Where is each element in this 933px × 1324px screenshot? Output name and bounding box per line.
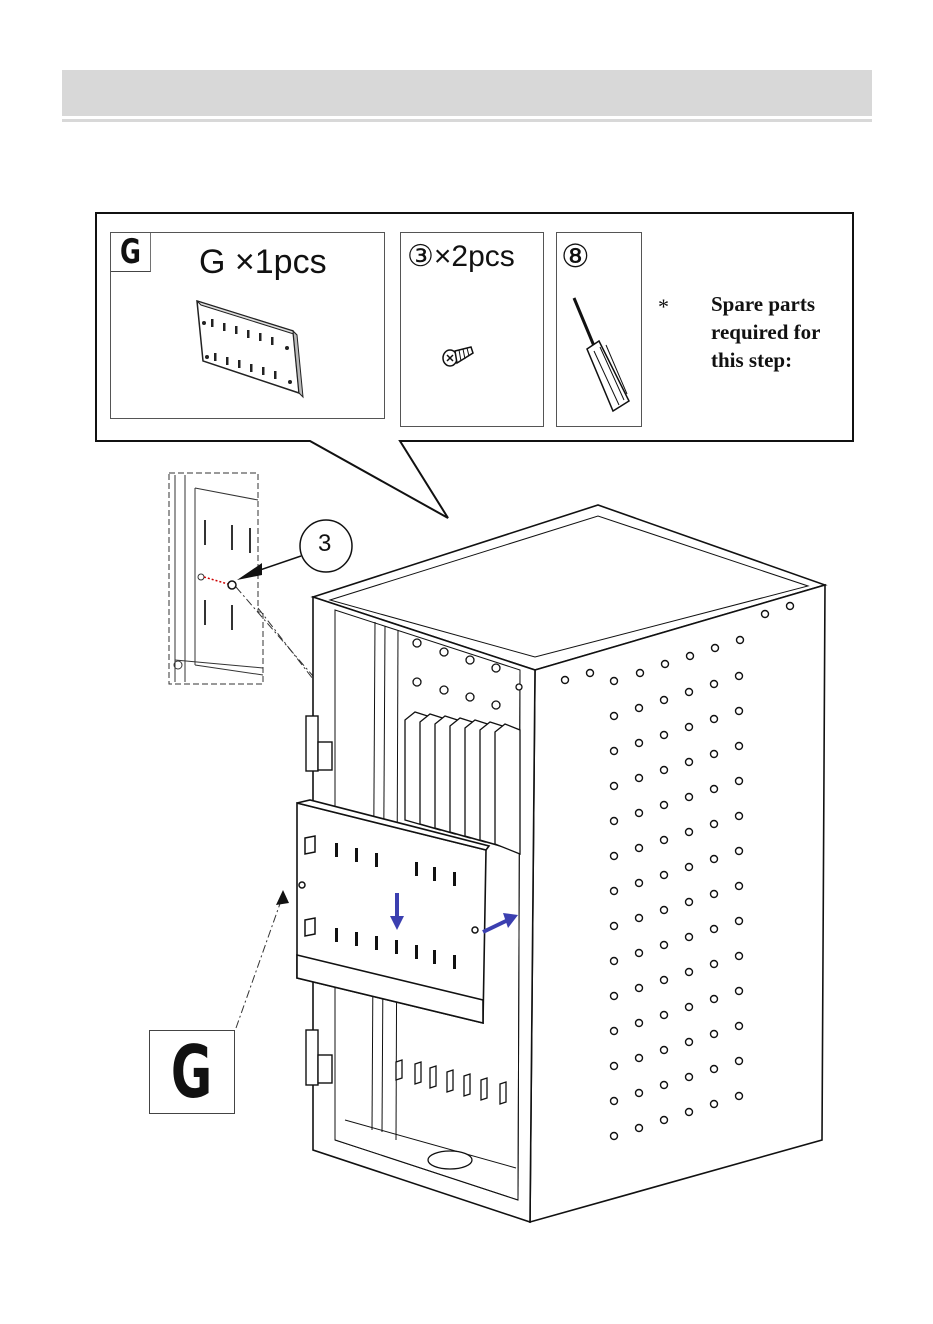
peg-hole [661, 1117, 668, 1124]
peg-hole [636, 950, 643, 957]
peg-hole [686, 1004, 693, 1011]
peg-hole [736, 883, 743, 890]
peg-hole [711, 996, 718, 1003]
peg-hole [636, 1125, 643, 1132]
peg-hole [686, 689, 693, 696]
peg-hole [736, 848, 743, 855]
peg-hole [636, 880, 643, 887]
peg-hole [611, 853, 618, 860]
peg-hole [711, 1066, 718, 1073]
peg-hole [636, 1020, 643, 1027]
peg-hole [661, 802, 668, 809]
peg-hole [711, 786, 718, 793]
peg-hole [686, 829, 693, 836]
peg-hole [661, 872, 668, 879]
peg-hole [611, 1028, 618, 1035]
peg-hole [686, 969, 693, 976]
peg-hole [611, 1133, 618, 1140]
peg-hole [661, 837, 668, 844]
peg-hole [736, 1058, 743, 1065]
peg-hole [661, 977, 668, 984]
peg-hole [611, 713, 618, 720]
peg-hole [711, 856, 718, 863]
peg-hole [636, 740, 643, 747]
peg-hole [711, 891, 718, 898]
peg-hole [686, 724, 693, 731]
peg-hole [661, 1082, 668, 1089]
peg-hole [736, 743, 743, 750]
peg-hole [661, 1012, 668, 1019]
detail-inset [169, 473, 263, 684]
peg-hole [611, 783, 618, 790]
peg-hole [611, 748, 618, 755]
peg-hole [686, 864, 693, 871]
peg-hole [661, 907, 668, 914]
peg-hole [686, 934, 693, 941]
callout-number: 3 [318, 530, 331, 558]
peg-hole [636, 705, 643, 712]
peg-hole [736, 813, 743, 820]
peg-hole [711, 681, 718, 688]
panel-g-label-text: G [171, 1031, 212, 1113]
inset-screw [228, 581, 236, 589]
peg-hole [686, 899, 693, 906]
peg-hole [736, 953, 743, 960]
detail-dash-red [204, 577, 228, 584]
peg-hole [661, 697, 668, 704]
peg-hole [736, 778, 743, 785]
peg-hole [636, 985, 643, 992]
peg-hole [711, 926, 718, 933]
peg-hole [661, 732, 668, 739]
peg-hole [711, 1101, 718, 1108]
peg-hole [736, 918, 743, 925]
peg-hole [711, 716, 718, 723]
peg-hole [611, 818, 618, 825]
peg-hole [611, 923, 618, 930]
panel-g-label: G [149, 1030, 235, 1114]
peg-hole [636, 1090, 643, 1097]
peg-hole [686, 1039, 693, 1046]
peg-hole [636, 810, 643, 817]
peg-hole [736, 673, 743, 680]
peg-hole [611, 888, 618, 895]
peg-hole [611, 993, 618, 1000]
peg-hole [711, 751, 718, 758]
peg-hole [686, 1074, 693, 1081]
peg-hole [736, 1023, 743, 1030]
peg-hole [636, 775, 643, 782]
peg-hole [686, 1109, 693, 1116]
peg-hole [661, 1047, 668, 1054]
peg-hole [636, 915, 643, 922]
peg-hole [636, 845, 643, 852]
peg-hole [711, 821, 718, 828]
peg-hole [611, 1063, 618, 1070]
peg-hole [636, 1055, 643, 1062]
peg-hole [611, 958, 618, 965]
peg-hole [736, 708, 743, 715]
peg-hole [736, 988, 743, 995]
peg-hole [686, 794, 693, 801]
peg-hole [661, 942, 668, 949]
peg-hole [686, 759, 693, 766]
peg-hole [711, 961, 718, 968]
peg-hole [611, 1098, 618, 1105]
peg-hole [711, 1031, 718, 1038]
peg-hole [661, 767, 668, 774]
peg-hole [736, 1093, 743, 1100]
